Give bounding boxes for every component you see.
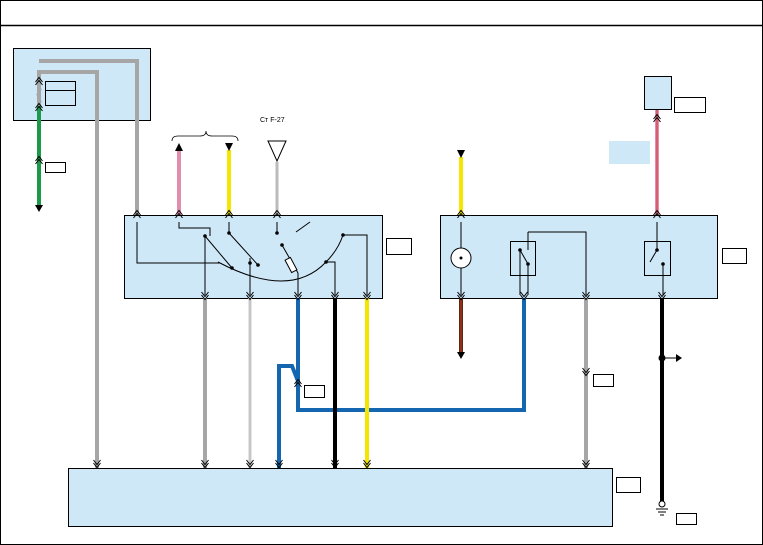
grey-wire-fuse-to-ecu <box>37 70 99 468</box>
connector-ref-label: Cт F-27 <box>260 117 285 124</box>
pink-wire-end-arrow <box>175 143 183 151</box>
switch-resistor <box>284 256 298 274</box>
blue-wire-branch-to-ecu <box>277 364 300 468</box>
connector-triangle <box>267 140 287 163</box>
grey-wire-fuse-to-switch <box>46 59 139 215</box>
relay-switch-1-box <box>510 241 536 276</box>
label-box-sensor <box>674 97 706 113</box>
label-box-green <box>45 162 66 173</box>
relay-module <box>440 215 718 299</box>
multifunction-switch-module <box>124 215 383 299</box>
splice-branch-arrow <box>676 354 682 362</box>
sensor-module <box>644 76 672 110</box>
green-wire-end-arrow <box>35 205 43 212</box>
shaded-area <box>609 141 650 164</box>
switch-contact-dots <box>203 231 345 270</box>
blue-wire-switch-to-relay <box>296 298 526 412</box>
input-bracket <box>171 130 239 142</box>
relay-switch-1-dot-a <box>518 248 522 252</box>
label-box-grey <box>593 374 614 387</box>
relay-switch-2-dot-a <box>655 248 659 252</box>
relay-switch-2-contact <box>649 249 658 263</box>
relay-lamp-center <box>459 256 463 260</box>
label-box-ground <box>676 513 697 525</box>
control-unit-module <box>68 468 613 527</box>
label-box-switch <box>386 238 412 255</box>
yellow-wire-end-arrow <box>225 143 233 151</box>
ground-icon <box>656 500 668 516</box>
fuse-holder <box>45 81 76 106</box>
label-box-relay <box>722 248 747 264</box>
relay-brown-end-arrow <box>457 352 465 359</box>
relay-internal-link <box>528 231 587 295</box>
relay-switch-1-contact <box>519 249 529 265</box>
label-box-ecu <box>616 477 641 493</box>
label-box-blue <box>304 385 325 398</box>
relay-yellow-end-arrow <box>457 150 465 158</box>
